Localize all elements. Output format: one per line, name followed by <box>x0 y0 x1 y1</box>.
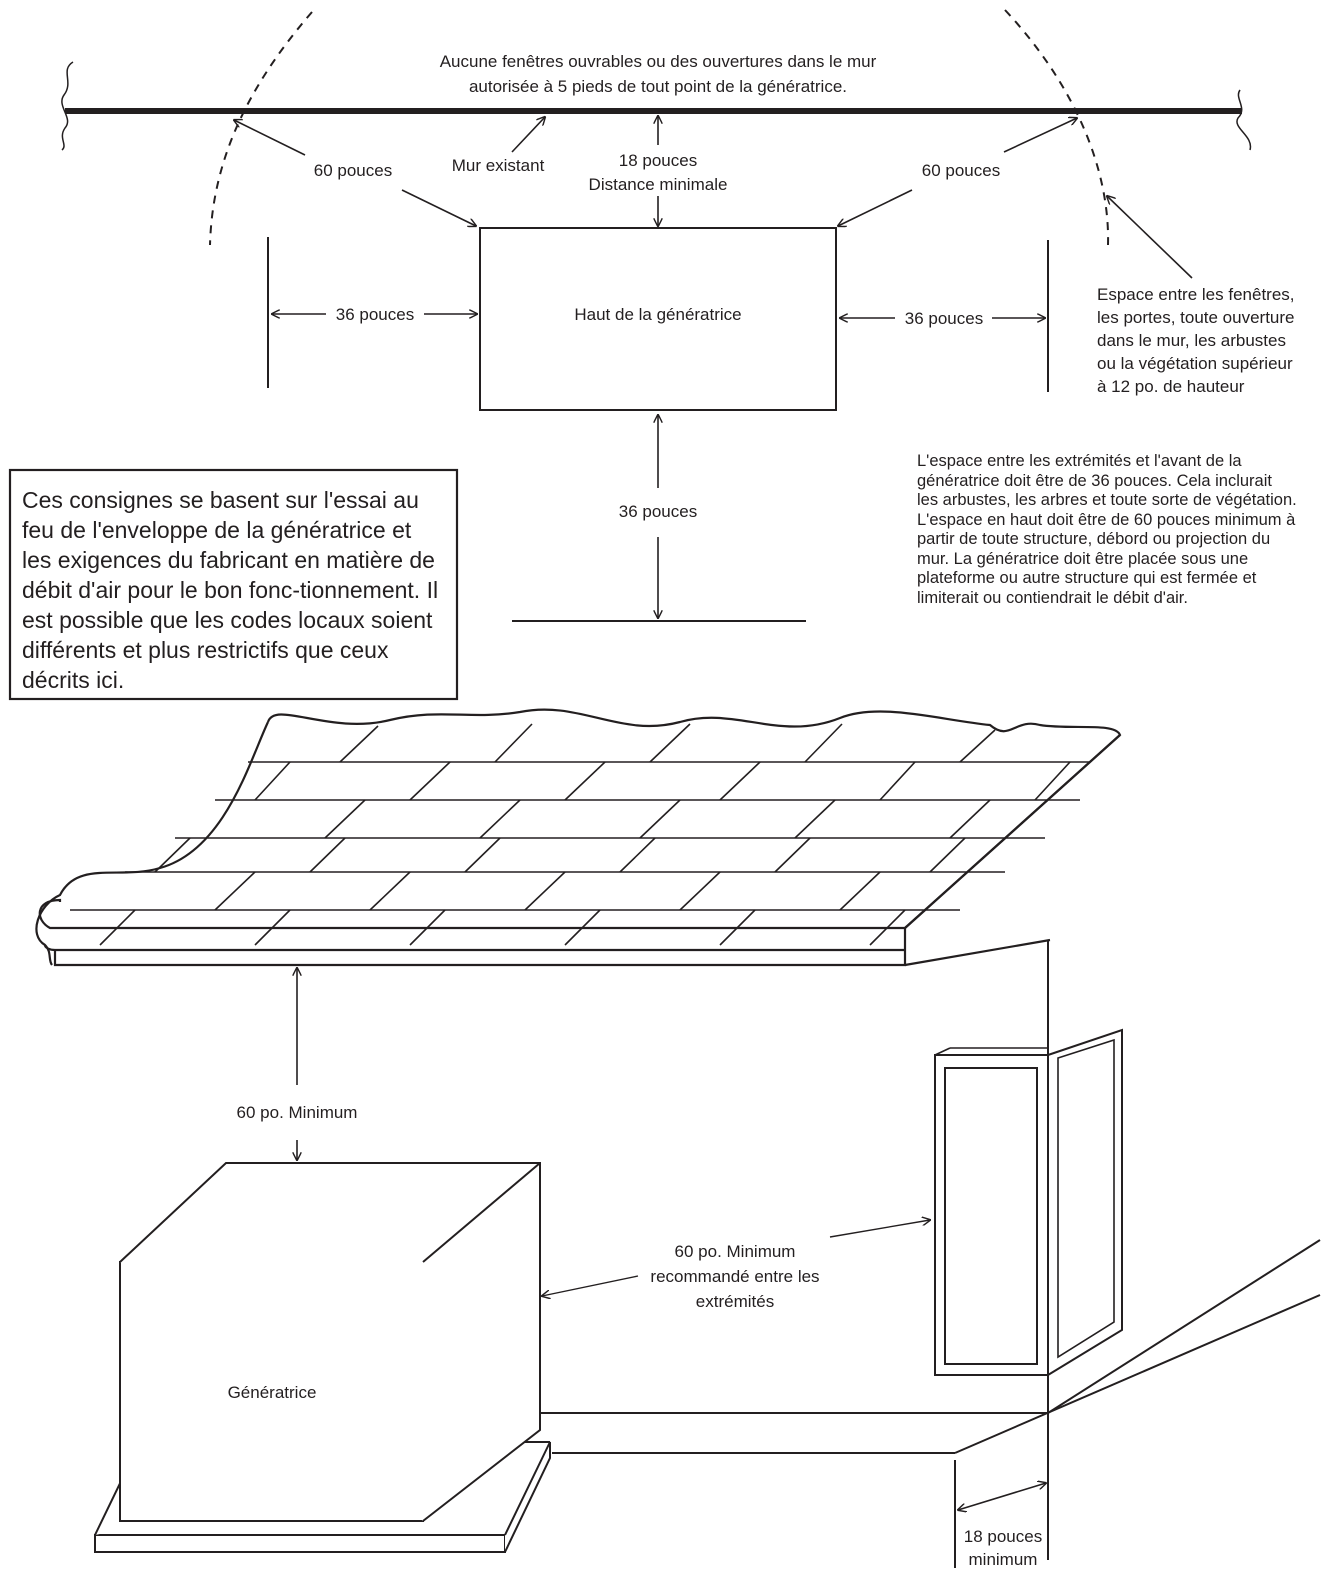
clearance-note-line2: les portes, toute ouverture <box>1097 308 1295 327</box>
shingle-lines <box>70 723 1090 946</box>
wall-break-right <box>1236 89 1252 151</box>
right-60-label: 60 pouces <box>922 161 1000 180</box>
right-36-label: 36 pouces <box>905 309 983 328</box>
left-60-label: 60 pouces <box>314 161 392 180</box>
clearance-arc-right <box>1004 9 1110 246</box>
generator-top-label: Haut de la génératrice <box>574 305 741 324</box>
guidelines-box-text: Ces consignes se basent sur l'essai au f… <box>22 487 439 693</box>
left-36-label: 36 pouces <box>336 305 414 324</box>
generator-label: Génératrice <box>228 1383 317 1402</box>
front-36-label: 36 pouces <box>619 502 697 521</box>
clearance-note-line1: Espace entre les fenêtres, <box>1097 285 1295 304</box>
left-60-arrow-up <box>234 120 306 156</box>
slab-edge <box>954 1294 1321 1454</box>
existing-wall-arrow <box>511 117 545 153</box>
clearance-note-arrow <box>1107 196 1193 279</box>
window-clearance-line3: extrémités <box>696 1292 774 1311</box>
window-clearance-arrow-l <box>542 1275 639 1296</box>
clearance-info-text: L'espace entre les extrémités et l'avant… <box>917 452 1297 607</box>
clearance-note-line3: dans le mur, les arbustes <box>1097 331 1286 350</box>
perspective-view: Génératrice 60 po. Minimum 60 po. Minimu… <box>35 708 1321 1569</box>
window-clearance-arrow-r <box>829 1220 930 1238</box>
wall-break-left <box>61 61 74 151</box>
generator-top-rect <box>479 227 837 411</box>
wall-18-line2: minimum <box>969 1550 1038 1569</box>
clearance-arc-left <box>209 11 313 246</box>
top-view: Haut de la génératrice Aucune fenêtres o… <box>61 9 1295 622</box>
generator-box <box>94 1162 551 1553</box>
min-18-label-line2: Distance minimale <box>589 175 728 194</box>
windows-note-line1: Aucune fenêtres ouvrables ou des ouvertu… <box>440 52 877 71</box>
existing-wall-label: Mur existant <box>452 156 545 175</box>
clearance-note-line5: à 12 po. de hauteur <box>1097 377 1245 396</box>
guidelines-box-border <box>8 468 459 701</box>
overhang-label: 60 po. Minimum <box>237 1103 358 1122</box>
window <box>934 1028 1123 1376</box>
wall-18-line1: 18 pouces <box>964 1527 1042 1546</box>
window-clearance-line1: 60 po. Minimum <box>675 1242 796 1261</box>
roof-eave <box>43 928 907 967</box>
roof-surface <box>38 708 1122 930</box>
window-clearance-line2: recommandé entre les <box>650 1267 819 1286</box>
wall-18-arrow <box>958 1483 1046 1510</box>
roof-eave-side <box>904 734 1121 967</box>
right-60-arrow-up <box>1003 118 1077 153</box>
wall-base-right <box>1047 1239 1321 1414</box>
min-18-label-line1: 18 pouces <box>619 151 697 170</box>
windows-note-line2: autorisée à 5 pieds de tout point de la … <box>469 77 847 96</box>
right-60-arrow-down <box>838 189 913 226</box>
left-60-arrow-down <box>401 189 476 226</box>
clearance-note-line4: ou la végétation supérieur <box>1097 354 1293 373</box>
